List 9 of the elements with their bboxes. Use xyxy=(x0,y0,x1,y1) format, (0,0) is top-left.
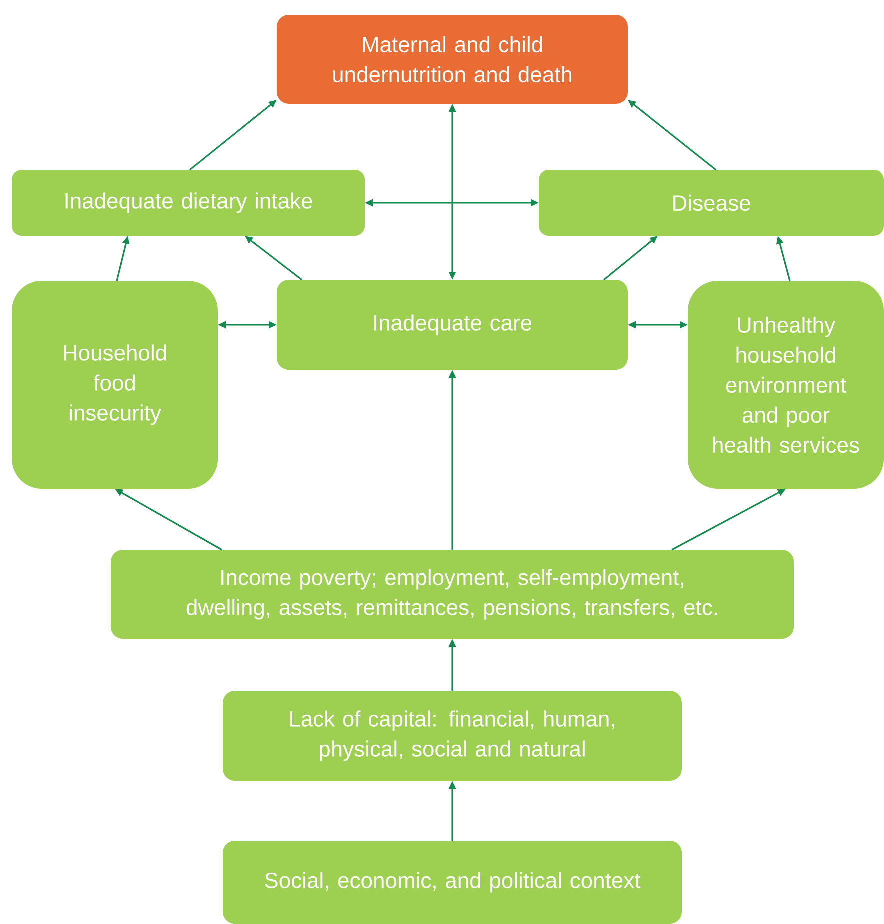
cause-box: Inadequate dietary intake xyxy=(12,170,365,236)
cause-box: Social, economic, and political context xyxy=(223,841,682,924)
cause-box: Disease xyxy=(539,170,884,236)
outcome-box: Maternal and child undernutrition and death xyxy=(277,15,628,104)
cause-box: Inadequate care xyxy=(277,280,628,370)
cause-box: Unhealthy household environment and poor health services xyxy=(688,281,884,489)
cause-box: Income poverty; employment, self-employment, dwelling, assets, remittances, pensions, transfers, etc. xyxy=(111,550,794,639)
cause-box: Household food insecurity xyxy=(12,281,218,489)
cause-box: Lack of capital: financial, human, physical, social and natural xyxy=(223,691,682,781)
